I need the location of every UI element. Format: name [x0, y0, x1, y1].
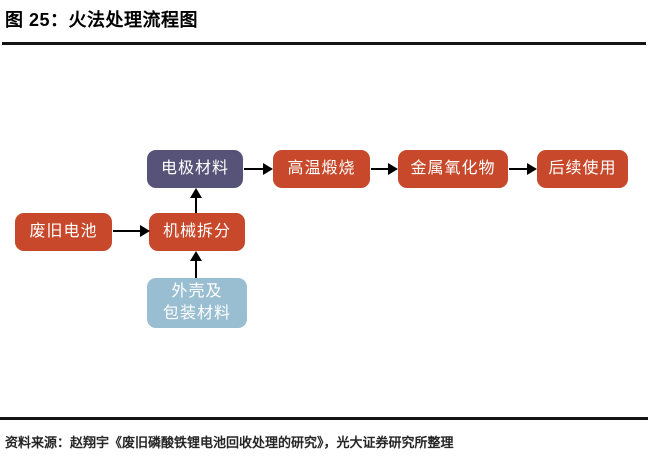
- node-shell-and-packaging: 外壳及 包装材料: [147, 278, 247, 328]
- node-metal-oxides: 金属氧化物: [398, 150, 508, 188]
- arrow-metal-oxides-to-subsequent-use-icon: [509, 163, 537, 175]
- figure-title: 图 25：火法处理流程图: [5, 10, 199, 30]
- arrow-electrode-to-calcination-icon: [244, 163, 273, 175]
- arrow-calcination-to-metal-oxides-icon: [371, 163, 398, 175]
- node-high-temp-calcination: 高温煅烧: [273, 150, 370, 188]
- node-waste-batteries: 废旧电池: [15, 213, 112, 251]
- source-note: 资料来源：赵翔宇《废旧磷酸铁锂电池回收处理的研究》，光大证券研究所整理: [5, 435, 454, 450]
- node-mechanical-disassembly: 机械拆分: [149, 213, 245, 251]
- node-electrode-materials: 电极材料: [147, 150, 243, 188]
- title-rule: [2, 42, 646, 45]
- arrow-shell-to-mechanical-icon: [190, 251, 202, 278]
- source-rule: [0, 417, 648, 420]
- arrow-waste-to-mechanical-icon: [113, 225, 150, 237]
- arrow-mechanical-to-electrode-icon: [190, 188, 202, 213]
- node-subsequent-use: 后续使用: [537, 150, 628, 188]
